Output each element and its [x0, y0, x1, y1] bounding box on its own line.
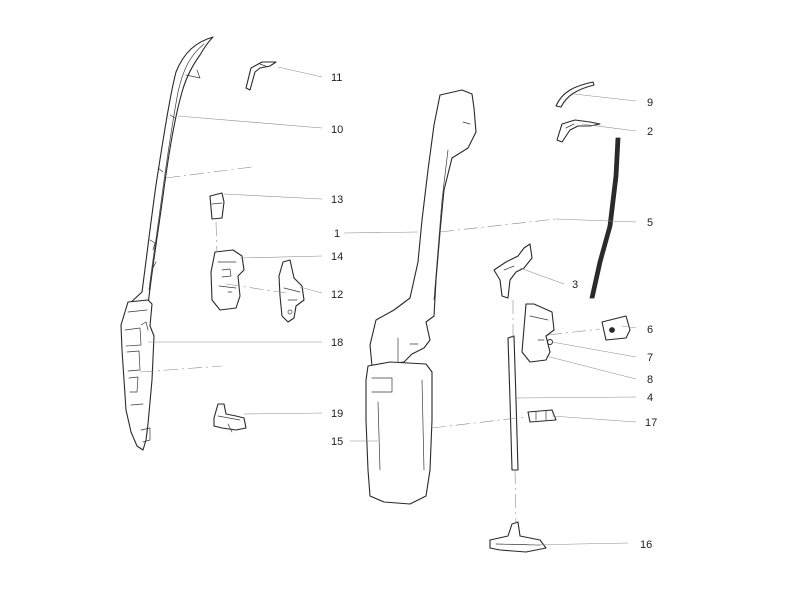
- callout-9: 9: [647, 97, 653, 109]
- callout-12: 12: [331, 289, 343, 301]
- callout-4: 4: [647, 392, 653, 404]
- part-19-lower-bracket: [213, 403, 247, 433]
- part-18-lower-panel: [120, 299, 155, 451]
- callout-1: 1: [334, 228, 340, 240]
- callout-2: 2: [647, 126, 653, 138]
- leader-lines: [148, 66, 637, 546]
- part-5-seal-strip: [589, 137, 621, 299]
- part-2-corner-bracket: [556, 119, 601, 143]
- assembly-axes: [139, 166, 601, 525]
- part-1-main-panel: [369, 89, 477, 367]
- part-11-clip: [245, 61, 277, 91]
- part-15-lower-cover: [365, 361, 433, 505]
- callout-19: 19: [331, 408, 343, 420]
- callout-16: 16: [640, 539, 652, 551]
- callout-5: 5: [647, 217, 653, 229]
- part-10-pillar-trim: [127, 36, 214, 306]
- part-12-hinge-bracket: [278, 259, 305, 323]
- callout-13: 13: [331, 194, 343, 206]
- callout-14: 14: [331, 251, 343, 263]
- part-3-bracket: [493, 243, 533, 299]
- part-16-bottom-bracket: [489, 521, 547, 553]
- callout-3: 3: [572, 279, 578, 291]
- callout-10: 10: [331, 124, 343, 136]
- callout-17: 17: [645, 417, 657, 429]
- callout-7: 7: [647, 352, 653, 364]
- part-9-curved-strip: [555, 81, 595, 108]
- callout-15: 15: [331, 436, 343, 448]
- part-4-rod: [507, 335, 519, 471]
- callout-6: 6: [647, 324, 653, 336]
- part-13-bracket: [209, 192, 225, 220]
- part-14-latch-housing: [210, 249, 245, 311]
- part-7-washer: [546, 338, 554, 346]
- callout-labels: 1 2 3 4 5 6 7 8 9 10 11 12 13 14 15 16 1…: [331, 72, 657, 551]
- part-6-plate: [601, 315, 631, 341]
- callout-18: 18: [331, 337, 343, 349]
- part-17-clip: [527, 409, 557, 423]
- part-8-cover: [521, 303, 555, 363]
- callout-11: 11: [331, 72, 342, 84]
- callout-8: 8: [647, 374, 653, 386]
